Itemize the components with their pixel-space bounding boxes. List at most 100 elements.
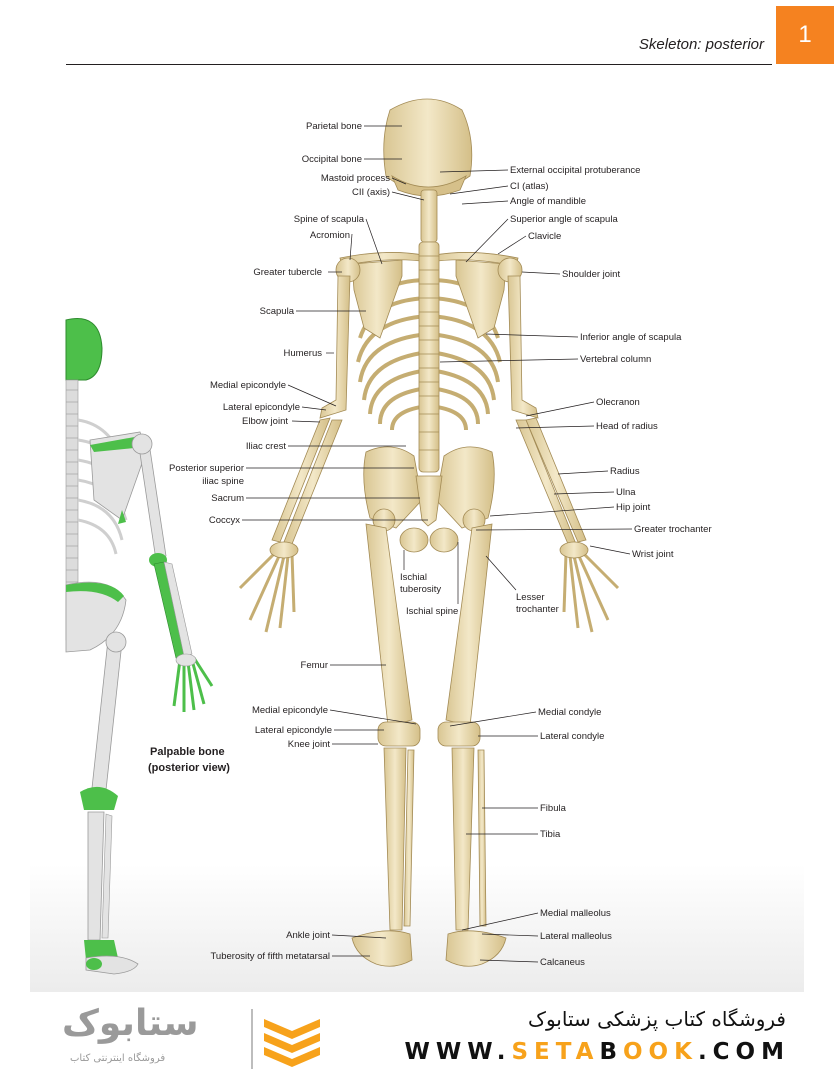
leader-lines (242, 125, 633, 963)
label-lateral-malleolus: Lateral malleolus (540, 931, 612, 942)
label-elbow-joint: Elbow joint (242, 416, 288, 427)
femur-right (445, 523, 493, 727)
label-lesser-trochanter-1: Lesser (516, 592, 545, 603)
label-medial-epicondyle-knee: Medial epicondyle (252, 705, 328, 716)
ilium-right (435, 446, 495, 529)
url-part1: WWW. (404, 1039, 512, 1065)
carpals-right (559, 541, 589, 559)
page-title: Skeleton: posterior (638, 36, 764, 53)
label-tuberosity-fifth-metatarsal: Tuberosity of fifth metatarsal (210, 951, 330, 962)
ulna-left (271, 417, 331, 543)
label-posterior-superior-iliac-spine-2: iliac spine (202, 476, 244, 487)
label-medial-epicondyle: Medial epicondyle (210, 380, 286, 391)
label-cii-axis: CII (axis) (352, 187, 390, 198)
label-lesser-trochanter-2: trochanter (516, 604, 559, 615)
label-ci-atlas: CI (atlas) (510, 181, 549, 192)
label-spine-of-scapula: Spine of scapula (294, 214, 365, 225)
label-wrist-joint: Wrist joint (632, 549, 674, 560)
main-skeleton (238, 98, 620, 967)
url-part2: B (599, 1039, 623, 1065)
label-lateral-epicondyle: Lateral epicondyle (223, 402, 300, 413)
femur-left (365, 523, 413, 727)
occipital-region (391, 175, 467, 197)
label-lateral-epicondyle-knee: Lateral epicondyle (255, 725, 332, 736)
label-scapula: Scapula (260, 306, 295, 317)
label-ischial-tuberosity-1: Ischial (400, 572, 427, 583)
label-lateral-condyle: Lateral condyle (540, 731, 604, 742)
store-url: WWW.SETABOOK.COM (405, 1039, 791, 1065)
label-parietal-bone: Parietal bone (306, 121, 362, 132)
store-logo-text: ستابوک (62, 1003, 199, 1044)
url-accent1: SETA (511, 1039, 600, 1065)
scapula-right (455, 259, 507, 339)
cervical-spine (420, 189, 438, 243)
label-radius: Radius (610, 466, 640, 477)
label-coccyx: Coccyx (209, 515, 240, 526)
label-fibula: Fibula (540, 803, 567, 814)
vertebral-column (418, 241, 440, 473)
label-greater-tubercle: Greater tubercle (253, 267, 322, 278)
header-rule (66, 64, 772, 65)
fibula-left (403, 749, 415, 927)
label-medial-malleolus: Medial malleolus (540, 908, 611, 919)
skull (383, 98, 473, 191)
knee-right (437, 721, 481, 747)
label-clavicle: Clavicle (528, 231, 561, 242)
foot-right (445, 930, 507, 967)
label-calcaneus: Calcaneus (540, 957, 585, 968)
url-accent2: OOK (623, 1039, 698, 1065)
label-knee-joint: Knee joint (288, 739, 331, 750)
hand-left (238, 548, 296, 633)
carpals-left (269, 541, 299, 559)
label-hip-joint: Hip joint (616, 502, 651, 513)
label-shoulder-joint: Shoulder joint (562, 269, 620, 280)
setabook-logo-icon (251, 1009, 320, 1069)
inset-caption-line1: Palpable bone (150, 746, 225, 758)
url-part3: .COM (697, 1039, 790, 1065)
label-vertebral-column: Vertebral column (580, 354, 651, 365)
label-mastoid-process: Mastoid process (321, 173, 390, 184)
label-ankle-joint: Ankle joint (286, 930, 330, 941)
skeleton-illustration: Palpable bone (posterior view) (65, 98, 712, 975)
label-greater-trochanter: Greater trochanter (634, 524, 712, 535)
chapter-tab: 1 (776, 6, 834, 64)
inset-skeleton (65, 318, 214, 975)
label-ischial-spine: Ischial spine (406, 606, 458, 617)
label-ulna: Ulna (616, 487, 636, 498)
hand-right (562, 548, 620, 633)
label-angle-of-mandible: Angle of mandible (510, 196, 586, 207)
label-external-occipital-protuberance: External occipital protuberance (510, 165, 640, 176)
footer-watermark: ستابوک فروشگاه اینترنتی کتاب فروشگاه کتا… (0, 995, 834, 1080)
fibula-right (477, 749, 487, 927)
label-sacrum: Sacrum (211, 493, 244, 504)
anatomy-plate: Palpable bone (posterior view) (30, 80, 804, 992)
label-medial-condyle: Medial condyle (538, 707, 601, 718)
label-head-of-radius: Head of radius (596, 421, 658, 432)
label-occipital-bone: Occipital bone (302, 154, 362, 165)
label-iliac-crest: Iliac crest (246, 441, 286, 452)
tibia-right (451, 747, 475, 931)
knee-left (377, 721, 421, 747)
sacrum (415, 475, 443, 527)
label-olecranon: Olecranon (596, 397, 640, 408)
label-femur: Femur (301, 660, 328, 671)
humerus-left (319, 275, 351, 419)
label-posterior-superior-iliac-spine-1: Posterior superior (169, 463, 244, 474)
ischium-right (429, 527, 459, 553)
label-humerus: Humerus (283, 348, 322, 359)
ilium-left (363, 446, 423, 529)
label-superior-angle-of-scapula: Superior angle of scapula (510, 214, 618, 225)
inset-caption-line2: (posterior view) (148, 762, 230, 774)
store-name: فروشگاه کتاب پزشکی ستابوک (528, 1007, 786, 1031)
label-ischial-tuberosity-2: tuberosity (400, 584, 441, 595)
radius-right (515, 419, 577, 545)
scapula-left (351, 259, 403, 339)
label-tibia: Tibia (540, 829, 561, 840)
label-inferior-angle-of-scapula: Inferior angle of scapula (580, 332, 682, 343)
ulna-right (525, 417, 587, 543)
humerus-right (507, 275, 539, 419)
store-logo-subtitle: فروشگاه اینترنتی کتاب (70, 1053, 166, 1064)
label-acromion: Acromion (310, 230, 350, 241)
ischium-left (399, 527, 429, 553)
tibia-left (383, 747, 407, 931)
